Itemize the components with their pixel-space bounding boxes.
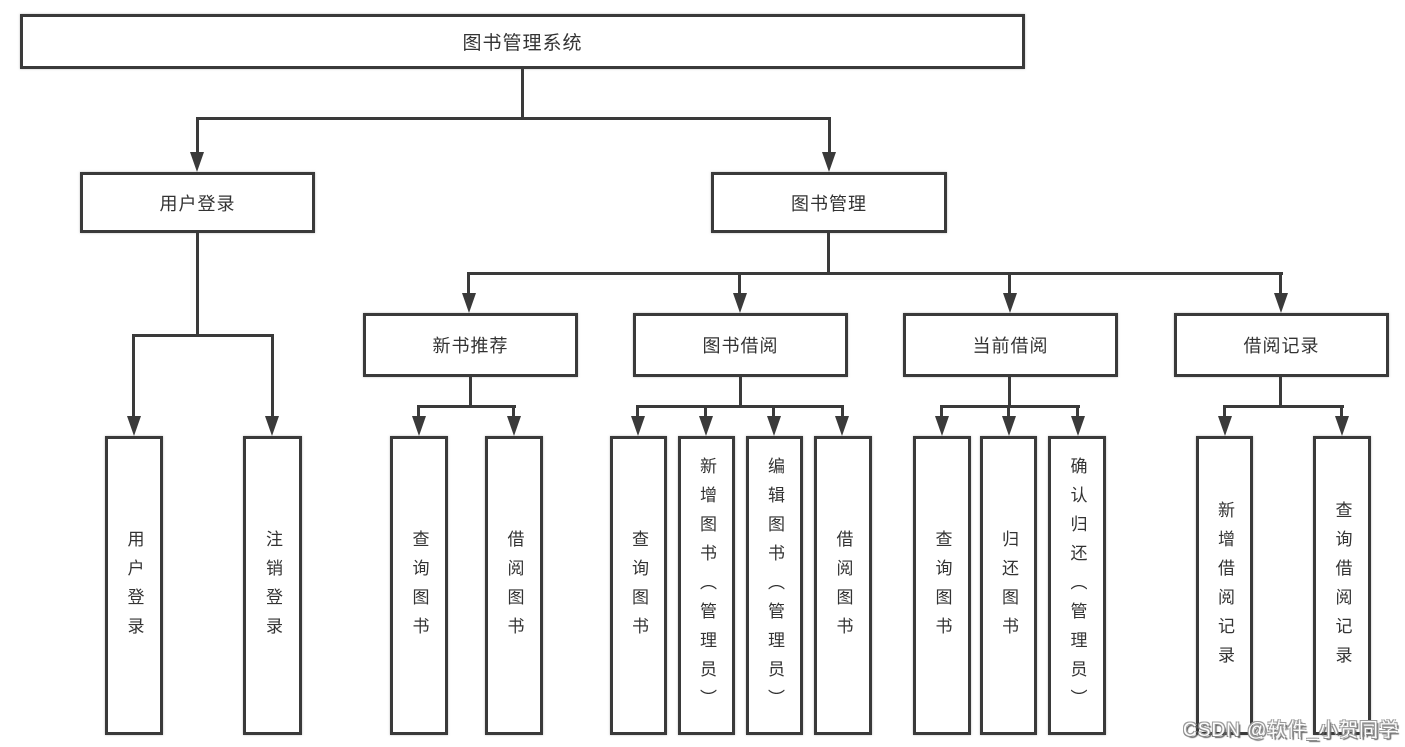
node-borrowing-records: 借阅记录	[1174, 313, 1389, 377]
connector-line	[1008, 274, 1011, 293]
connector-line	[1279, 377, 1282, 407]
connector-line	[467, 274, 470, 293]
connector-line	[469, 377, 472, 407]
node-leaf-query-borrow-record: 查询借阅记录	[1313, 436, 1371, 735]
node-leaf-user-login: 用户登录	[105, 436, 163, 735]
node-book-management: 图书管理	[711, 172, 947, 233]
node-leaf-add-borrow-record: 新增借阅记录	[1196, 436, 1253, 735]
arrow-down-icon	[767, 416, 781, 436]
node-leaf-return-book: 归还图书	[980, 436, 1037, 735]
connector-line	[417, 405, 516, 408]
arrow-down-icon	[1218, 416, 1232, 436]
node-leaf-query-books-borrowing: 查询图书	[610, 436, 667, 735]
connector-line	[1223, 407, 1226, 416]
arrow-down-icon	[1335, 416, 1349, 436]
arrow-down-icon	[1274, 293, 1288, 313]
connector-line	[196, 119, 199, 152]
arrow-down-icon	[127, 416, 141, 436]
connector-line	[467, 272, 1283, 275]
connector-line	[827, 233, 830, 274]
connector-line	[196, 233, 199, 336]
node-leaf-query-books-current: 查询图书	[913, 436, 971, 735]
connector-line	[196, 117, 831, 120]
connector-line	[704, 407, 707, 416]
node-leaf-logout: 注销登录	[243, 436, 302, 735]
connector-line	[772, 407, 775, 416]
connector-line	[1007, 407, 1010, 416]
connector-line	[1279, 274, 1282, 293]
arrow-down-icon	[265, 416, 279, 436]
connector-line	[132, 334, 274, 337]
node-book-borrowing: 图书借阅	[633, 313, 848, 377]
arrow-down-icon	[631, 416, 645, 436]
arrow-down-icon	[1003, 293, 1017, 313]
arrow-down-icon	[462, 293, 476, 313]
arrow-down-icon	[1071, 416, 1085, 436]
node-new-book-recommend: 新书推荐	[363, 313, 578, 377]
connector-line	[940, 405, 1080, 408]
connector-line	[1076, 407, 1079, 416]
connector-line	[521, 69, 524, 117]
connector-line	[1223, 405, 1344, 408]
arrow-down-icon	[507, 416, 521, 436]
arrow-down-icon	[190, 152, 204, 172]
connector-line	[739, 377, 742, 407]
node-leaf-borrow-books-borrowing: 借阅图书	[814, 436, 872, 735]
connector-line	[841, 407, 844, 416]
node-user-login: 用户登录	[80, 172, 315, 233]
node-leaf-add-book-admin: 新增图书（管理员）	[678, 436, 735, 735]
node-leaf-edit-book-admin: 编辑图书（管理员）	[746, 436, 803, 735]
arrow-down-icon	[935, 416, 949, 436]
node-leaf-confirm-return-admin: 确认归还（管理员）	[1048, 436, 1106, 735]
arrow-down-icon	[412, 416, 426, 436]
arrow-down-icon	[1002, 416, 1016, 436]
connector-line	[512, 407, 515, 416]
connector-line	[636, 405, 844, 408]
connector-line	[940, 407, 943, 416]
connector-line	[828, 119, 831, 152]
node-library-management-system: 图书管理系统	[20, 14, 1025, 69]
watermark: CSDN @软件_小贺同学	[1183, 720, 1399, 741]
connector-line	[636, 407, 639, 416]
connector-line	[132, 336, 135, 416]
connector-line	[271, 336, 274, 416]
node-current-borrowing: 当前借阅	[903, 313, 1118, 377]
arrow-down-icon	[733, 293, 747, 313]
arrow-down-icon	[699, 416, 713, 436]
node-leaf-query-books-recommend: 查询图书	[390, 436, 448, 735]
arrow-down-icon	[835, 416, 849, 436]
node-leaf-borrow-books-recommend: 借阅图书	[485, 436, 543, 735]
connector-line	[1340, 407, 1343, 416]
connector-line	[738, 274, 741, 293]
arrow-down-icon	[822, 152, 836, 172]
connector-line	[417, 407, 420, 416]
connector-line	[1008, 377, 1011, 407]
